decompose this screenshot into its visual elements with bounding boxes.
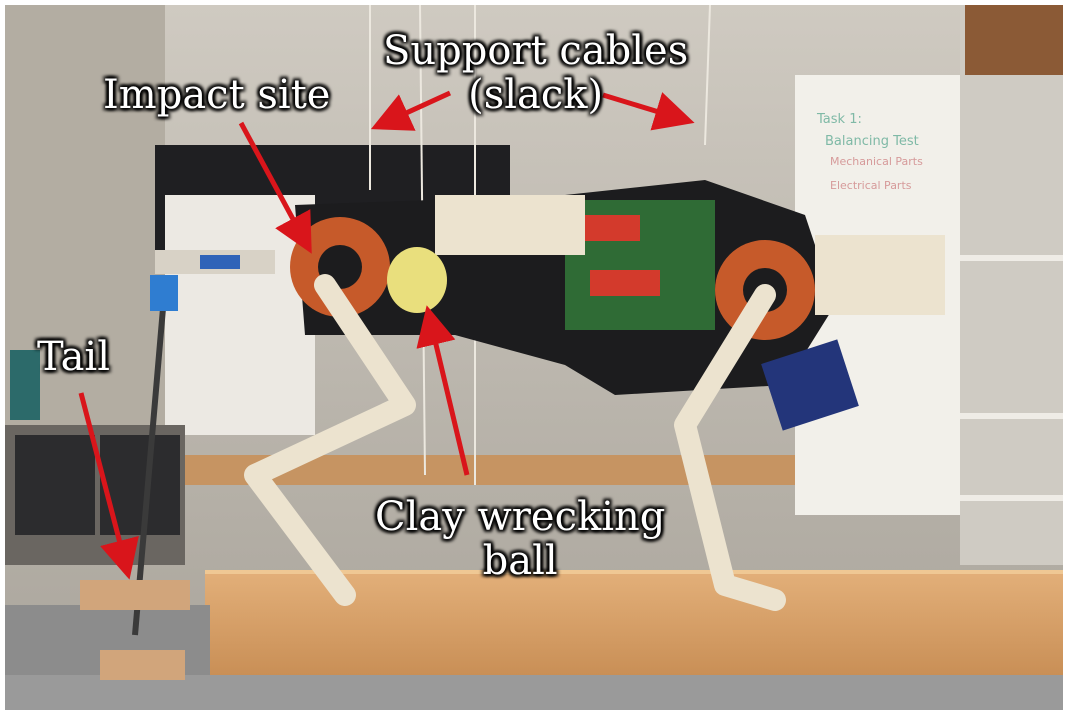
support-cables-label: Support cables (slack) — [383, 29, 688, 117]
robot-photo: Task 1: Balancing Test Mechanical Parts … — [5, 5, 1063, 710]
front-frame — [815, 235, 945, 315]
tail-label: Tail — [37, 334, 111, 380]
clay-wrecking-ball-label: Clay wrecking ball — [375, 495, 665, 583]
svg-text:Balancing Test: Balancing Test — [825, 134, 919, 149]
clay-wrecking-line2: ball — [482, 538, 558, 584]
white-panel — [165, 195, 315, 435]
clay-ball — [387, 247, 447, 313]
front-leg — [674, 284, 786, 611]
svg-text:Electrical Parts: Electrical Parts — [830, 179, 912, 192]
aluminum-rail — [5, 675, 1063, 710]
red-arrow-icon — [370, 90, 452, 131]
svg-text:Mechanical Parts: Mechanical Parts — [830, 155, 923, 168]
red-arrow-icon — [78, 392, 139, 580]
red-arrow-icon — [602, 92, 695, 131]
red-arrow-icon — [416, 305, 470, 476]
rear-leg — [244, 274, 416, 606]
spine-segments — [435, 195, 585, 255]
impact-site-label: Impact site — [103, 72, 331, 118]
tail-pole — [132, 284, 168, 636]
battery-pack — [761, 339, 859, 431]
svg-text:Task 1:: Task 1: — [816, 112, 862, 127]
support-cables-line1: Support cables — [383, 28, 689, 74]
support-cables-line2: (slack) — [468, 72, 604, 118]
shelf-unit — [960, 5, 1063, 565]
red-arrow-icon — [238, 121, 312, 254]
photo-frame: Task 1: Balancing Test Mechanical Parts … — [5, 5, 1063, 710]
clay-wrecking-line1: Clay wrecking — [375, 494, 666, 540]
